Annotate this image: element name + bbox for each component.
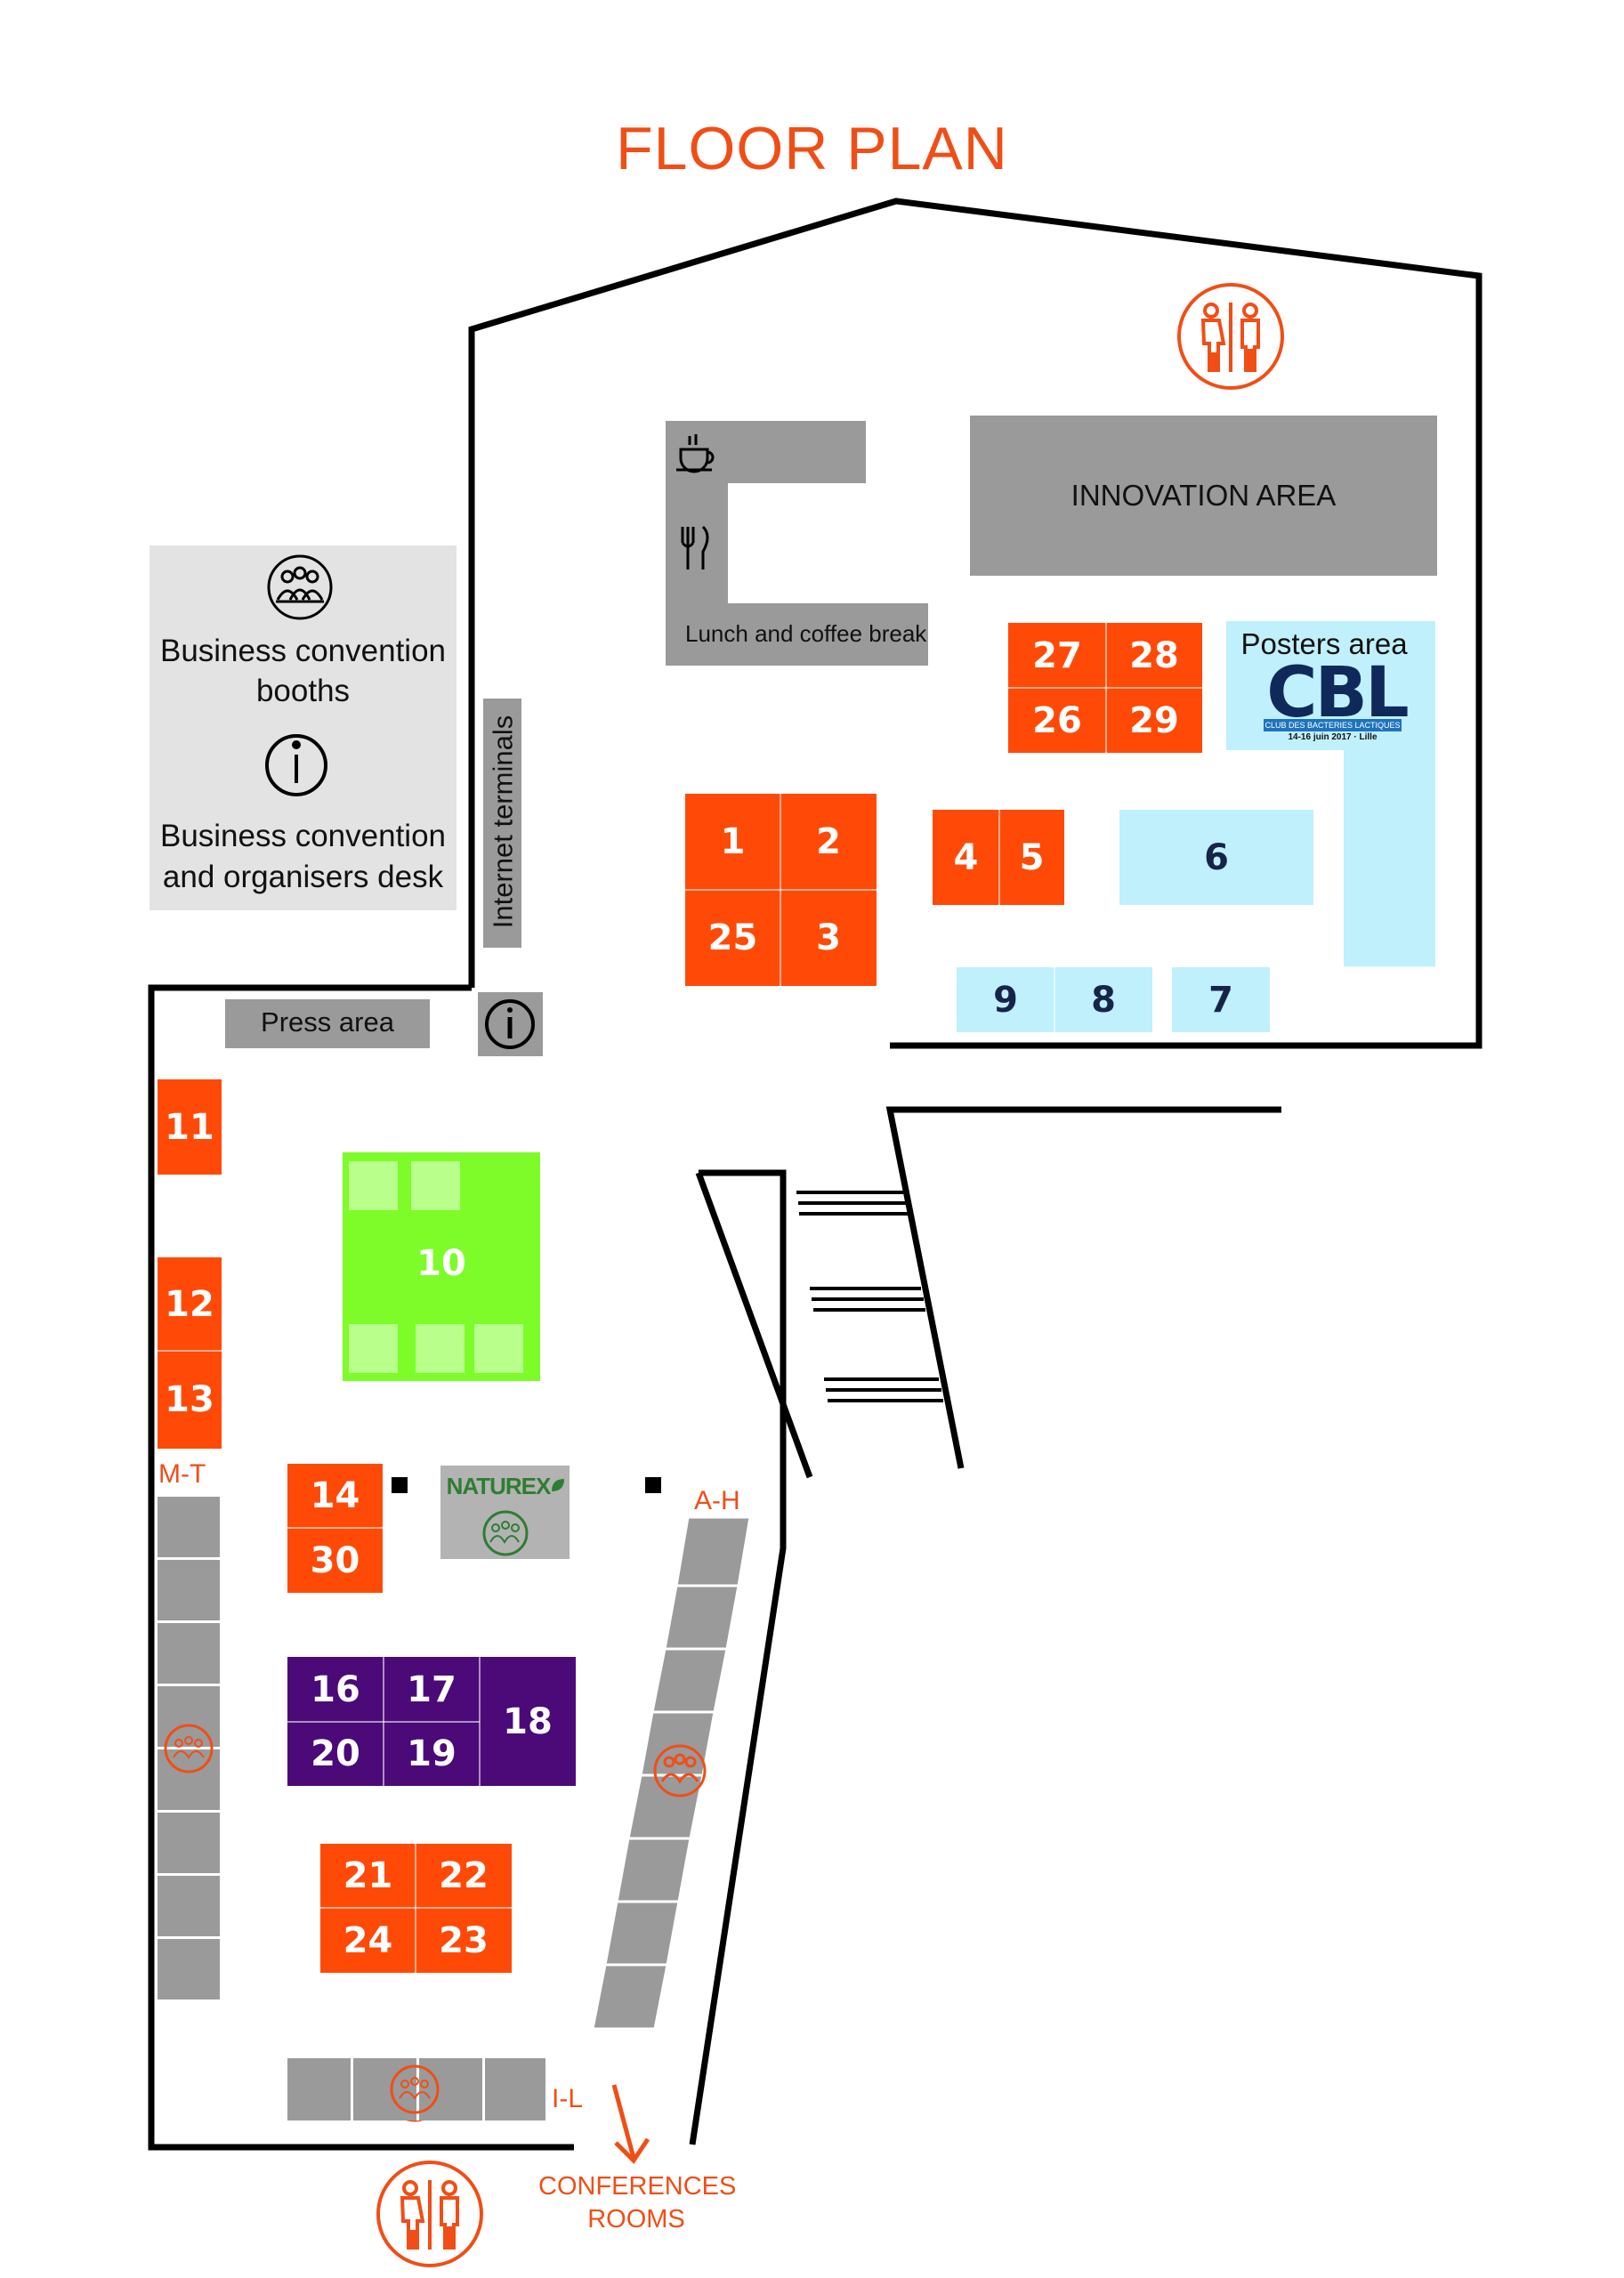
booth-29[interactable]: 29 (1106, 688, 1202, 753)
booth-26[interactable]: 26 (1008, 688, 1106, 753)
innovation-area: INNOVATION AREA (970, 416, 1437, 576)
booth-10-table (416, 1324, 465, 1373)
booth-10-label: 10 (416, 1243, 466, 1284)
booth-22[interactable]: 22 (416, 1844, 512, 1908)
meeting-group-icon (653, 1744, 707, 1797)
booth-divider (685, 889, 877, 891)
leaf-icon (552, 1479, 564, 1491)
booth-10-table (411, 1161, 460, 1210)
restroom-icon (376, 2161, 483, 2267)
cbl-dates: 14-16 juin 2017 · Lille (1288, 732, 1378, 742)
internet-terminals (483, 699, 521, 948)
booth-6[interactable]: 6 (1119, 810, 1313, 905)
booth-3[interactable]: 3 (780, 890, 877, 986)
booth-23[interactable]: 23 (416, 1908, 512, 1973)
legend-booths-line2: booths (255, 674, 351, 708)
booth-7[interactable]: 7 (1172, 967, 1270, 1032)
booth-11[interactable]: 11 (158, 1079, 222, 1175)
booth-19[interactable]: 19 (384, 1722, 480, 1786)
booth-1[interactable]: 1 (685, 794, 780, 890)
booth-17[interactable]: 17 (384, 1657, 480, 1722)
booth-28[interactable]: 28 (1106, 623, 1202, 688)
booth-divider (287, 1527, 383, 1529)
booth-20[interactable]: 20 (287, 1722, 384, 1786)
lunch-area-label: Lunch and coffee break (685, 620, 927, 647)
booth-divider (998, 810, 1000, 905)
booth-5[interactable]: 5 (999, 810, 1064, 905)
meeting-group-icon (482, 1510, 529, 1556)
booth-30[interactable]: 30 (287, 1528, 383, 1593)
marker-square (645, 1477, 661, 1493)
booth-divider (1054, 967, 1055, 1032)
legend-booths-line1: Business convention (159, 634, 447, 668)
booth-2[interactable]: 2 (780, 794, 877, 890)
zone-label-ah: A-H (694, 1486, 740, 1515)
booth-9[interactable]: 9 (957, 967, 1054, 1032)
zone-label-il: I-L (552, 2084, 584, 2113)
conferences-label-line2: ROOMS (587, 2205, 685, 2234)
legend-panel (149, 545, 456, 910)
booth-divider (320, 1907, 512, 1909)
staircase (796, 1191, 943, 1402)
booth-24[interactable]: 24 (320, 1908, 416, 1973)
arrow-down-icon (611, 2084, 650, 2164)
coffee-cup-icon (676, 434, 715, 473)
meeting-group-icon (164, 1724, 214, 1773)
innovation-area-label: INNOVATION AREA (1071, 479, 1337, 512)
legend-desk-line2: and organisers desk (162, 860, 444, 894)
mt-booth-strip (158, 1497, 220, 2002)
marker-square (392, 1477, 408, 1493)
ah-booth-strip (591, 1515, 752, 2031)
cbl-logo: CBL (1266, 653, 1409, 733)
posters-area-label: Posters area (1240, 627, 1408, 660)
booth-16[interactable]: 16 (287, 1657, 384, 1722)
restroom-icon (1177, 283, 1284, 390)
booth-10-table (349, 1161, 398, 1210)
il-booth-strip (287, 2058, 545, 2120)
building-walls (148, 198, 1483, 2151)
booth-divider (287, 1721, 480, 1723)
meeting-group-icon (390, 2064, 440, 2114)
cbl-subtitle: CLUB DES BACTERIES LACTIQUES (1264, 719, 1402, 731)
legend-icons (265, 554, 333, 796)
booth-27[interactable]: 27 (1008, 623, 1106, 688)
booth-14[interactable]: 14 (287, 1464, 383, 1528)
internet-terminals-label: Internet terminals (487, 715, 519, 929)
booth-10-table (474, 1324, 523, 1373)
page-title: FLOOR PLAN (616, 115, 1008, 182)
booth-13[interactable]: 13 (158, 1351, 222, 1449)
zone-label-mt: M-T (158, 1459, 206, 1489)
booth-divider (158, 1350, 222, 1352)
press-area-label: Press area (261, 1006, 394, 1038)
fork-knife-icon (681, 525, 709, 570)
booth-8[interactable]: 8 (1054, 967, 1152, 1032)
booth-25[interactable]: 25 (685, 890, 780, 986)
meeting-group-icon (267, 554, 333, 620)
naturex-label: NATUREX (446, 1473, 552, 1499)
booth-10-table (349, 1324, 398, 1373)
legend-desk-line1: Business convention (159, 819, 447, 853)
booth-divider (479, 1657, 481, 1786)
conferences-label-line1: CONFERENCES (538, 2172, 737, 2201)
info-icon (485, 999, 535, 1049)
booth-12[interactable]: 12 (158, 1257, 222, 1351)
booth-divider (1008, 687, 1202, 689)
lunch-area-shape (666, 421, 928, 666)
booth-21[interactable]: 21 (320, 1844, 416, 1908)
press-area (225, 999, 430, 1048)
booth-18[interactable]: 18 (480, 1657, 576, 1786)
info-icon (265, 734, 327, 796)
booth-4[interactable]: 4 (933, 810, 999, 905)
